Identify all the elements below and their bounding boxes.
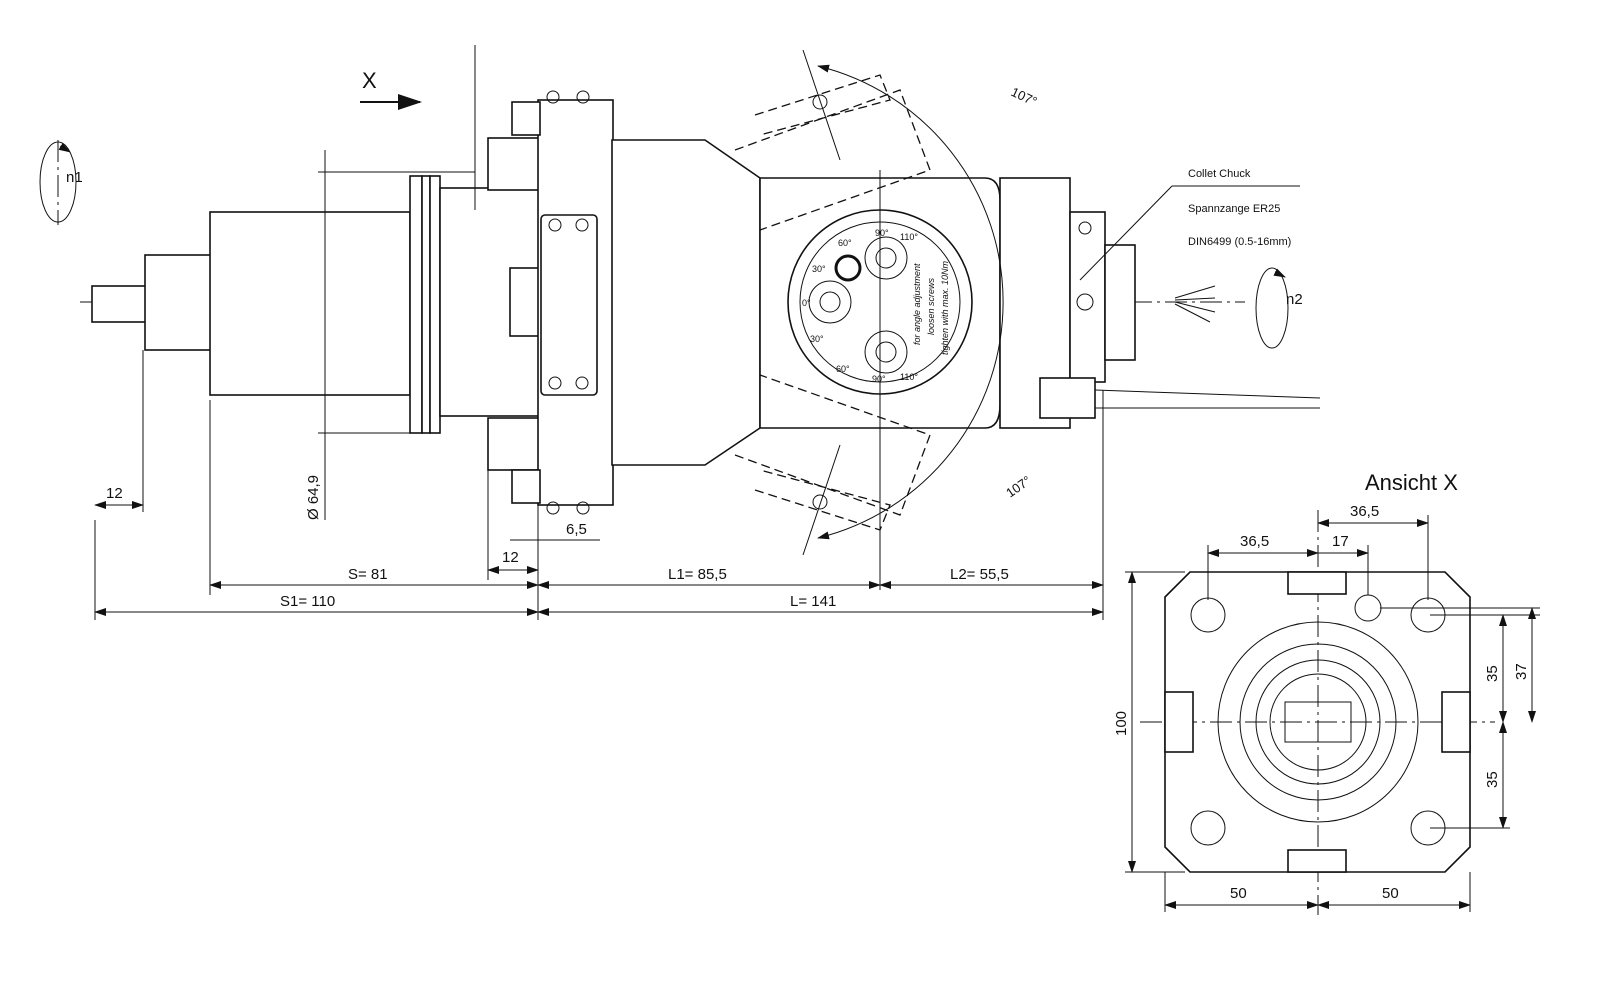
dim-view-36-5-right: 36,5 [1350, 503, 1379, 520]
collet-callout: Collet Chuck Spannzange ER25 DIN6499 (0.… [1079, 168, 1300, 281]
view-x: Ansicht X 36,5 36,5 17 35 37 35 [1113, 470, 1540, 915]
rotation-n1-symbol: n1 [39, 140, 83, 225]
dim-L2: L2= 55,5 [950, 566, 1009, 583]
dial-tick-minus110: 110° [900, 372, 918, 382]
collet-label-de: Spannzange ER25 [1188, 203, 1280, 215]
rotation-n2-symbol: n2 [1174, 267, 1303, 349]
collet-label-din: DIN6499 (0.5-16mm) [1188, 236, 1291, 248]
dim-diameter: Ø 64,9 [305, 475, 322, 520]
dim-view-17: 17 [1332, 533, 1349, 550]
dim-shaft: 12 [106, 485, 123, 502]
dim-view-50-left: 50 [1230, 885, 1247, 902]
dial-tick-0: 0° [802, 298, 811, 308]
dial-note-tighten: tighten with max. 10Nm [940, 260, 950, 355]
angle-bottom: 107° [1003, 473, 1034, 501]
dial-tick-90: 90° [875, 228, 889, 238]
dial-note-adjustment: for angle adjustment [912, 263, 922, 345]
dim-L: L= 141 [790, 593, 836, 610]
dim-flange: 12 [502, 549, 519, 566]
dial-tick-30: 30° [812, 264, 826, 274]
n1-label: n1 [66, 169, 83, 186]
dim-view-37: 37 [1513, 663, 1530, 680]
dim-S1: S1= 110 [280, 593, 335, 610]
dial-tick-60: 60° [838, 238, 852, 248]
dim-view-50-right: 50 [1382, 885, 1399, 902]
dial-tick-minus90: 90° [872, 374, 886, 384]
dial-tick-110: 110° [900, 232, 918, 242]
dial-tick-minus60: 60° [836, 364, 850, 374]
dim-view-35-bottom: 35 [1484, 771, 1501, 788]
view-arrow-label: X [362, 68, 377, 93]
dial-tick-minus30: 30° [810, 334, 824, 344]
collet-label-en: Collet Chuck [1188, 168, 1251, 180]
dim-view-100: 100 [1113, 711, 1130, 736]
dim-S: S= 81 [348, 566, 388, 583]
angle-dial: 90° 110° 60° 30° 0° 30° 60° 90° 110° for… [787, 170, 973, 590]
view-x-arrow: X [360, 68, 422, 110]
n2-label: n2 [1286, 291, 1303, 308]
dim-L1: L1= 85,5 [668, 566, 727, 583]
dim-view-35-top: 35 [1484, 665, 1501, 682]
view-x-title: Ansicht X [1365, 470, 1458, 495]
dimensions: Ø 64,9 12 12 6,5 S= 81 L1= 85,5 L2= 55,5… [94, 45, 1104, 620]
dim-offset: 6,5 [566, 521, 587, 538]
dim-view-36-5-left: 36,5 [1240, 533, 1269, 550]
angle-top: 107° [1009, 84, 1040, 109]
dial-note-loosen: loosen screws [926, 277, 936, 335]
